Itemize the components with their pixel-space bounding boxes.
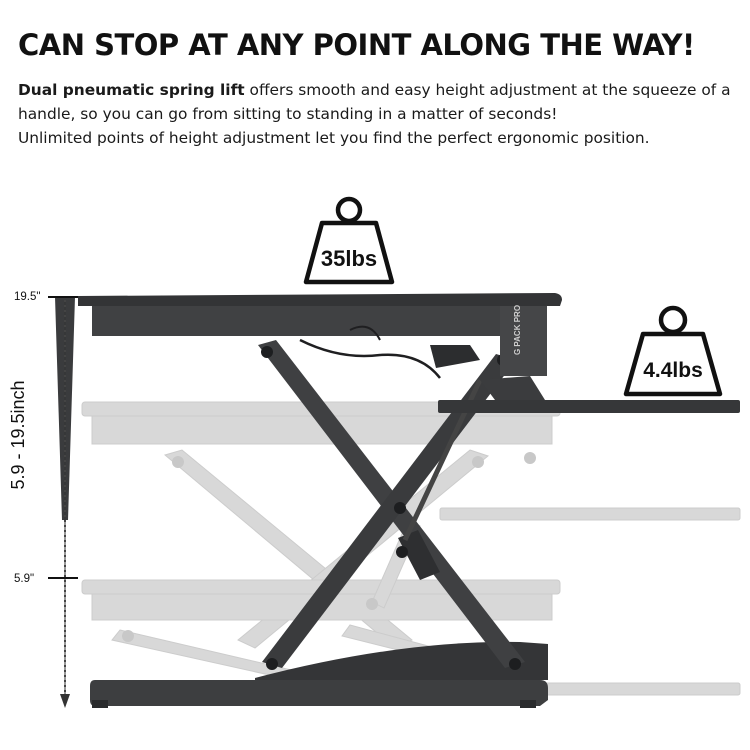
desk-converter-illustration: 19.5" 5.9" 5.9 - 19.5inch	[8, 196, 741, 708]
min-height-label: 5.9"	[14, 573, 34, 585]
weight-4.4lbs-label: 4.4lbs	[643, 359, 703, 382]
max-height-label: 19.5"	[14, 291, 40, 303]
description-line1: offers smooth and easy height adjustment…	[18, 81, 731, 123]
weight-4.4lbs-icon: 4.4lbs	[623, 305, 723, 397]
headline: CAN STOP AT ANY POINT ALONG THE WAY!	[18, 28, 695, 62]
description-bold: Dual pneumatic spring lift	[18, 81, 245, 99]
brand-logo: G PACK PRO	[513, 305, 522, 355]
weight-35lbs-icon: 35lbs	[303, 196, 395, 285]
description: Dual pneumatic spring lift offers smooth…	[18, 78, 738, 150]
weight-35lbs-label: 35lbs	[321, 246, 377, 271]
height-range-label: 5.9 - 19.5inch	[8, 380, 28, 489]
height-scale: 19.5" 5.9" 5.9 - 19.5inch	[8, 291, 78, 708]
desk-converter: G PACK PRO	[78, 293, 740, 708]
description-line2: Unlimited points of height adjustment le…	[18, 129, 650, 147]
